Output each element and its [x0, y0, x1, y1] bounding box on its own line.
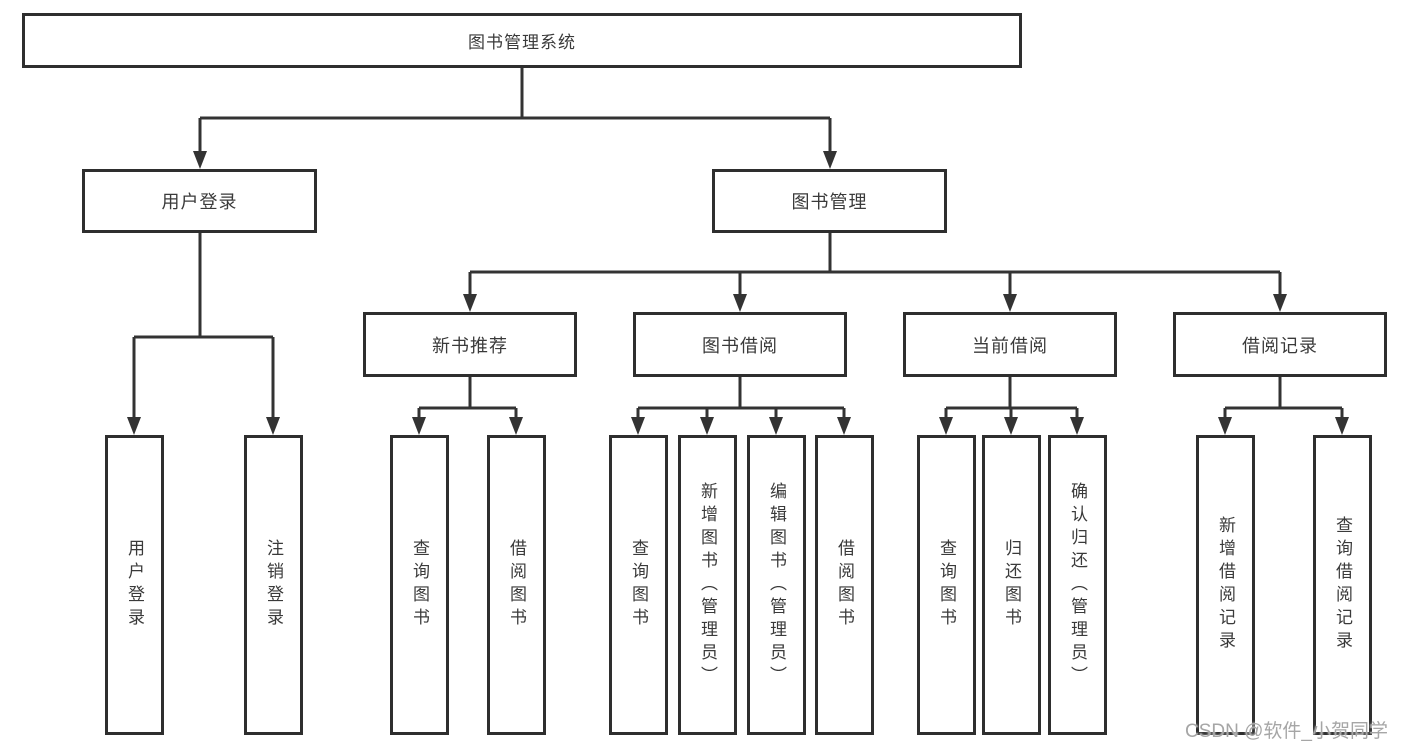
- leaf-return-books: 归还图书: [982, 435, 1041, 735]
- leaf-logout: 注销登录: [244, 435, 303, 735]
- leaf-label: 归还图书: [1002, 539, 1021, 631]
- leaf-label: 编辑图书（管理员）: [767, 481, 786, 689]
- leaf-query-books-recommend: 查询图书: [390, 435, 449, 735]
- node-book-borrow: 图书借阅: [633, 312, 847, 377]
- leaf-confirm-return-admin: 确认归还（管理员）: [1048, 435, 1107, 735]
- node-label: 图书管理: [791, 192, 868, 212]
- node-label: 借阅记录: [1242, 335, 1318, 356]
- leaf-edit-books-admin: 编辑图书（管理员）: [747, 435, 806, 735]
- leaf-query-books-borrow: 查询图书: [609, 435, 668, 735]
- node-label: 用户登录: [161, 192, 238, 212]
- leaf-label: 注销登录: [264, 539, 283, 631]
- leaf-label: 查询图书: [937, 539, 956, 631]
- leaf-add-books-admin: 新增图书（管理员）: [678, 435, 737, 735]
- leaf-query-borrow-record: 查询借阅记录: [1313, 435, 1372, 735]
- leaf-label: 确认归还（管理员）: [1068, 481, 1087, 689]
- leaf-add-borrow-record: 新增借阅记录: [1196, 435, 1255, 735]
- csdn-watermark: CSDN @软件_小贺同学: [1185, 721, 1388, 742]
- node-label: 图书管理系统: [468, 33, 576, 52]
- leaf-label: 查询图书: [410, 539, 429, 631]
- leaf-label: 用户登录: [125, 539, 144, 631]
- leaf-label: 新增借阅记录: [1216, 516, 1235, 654]
- node-label: 当前借阅: [972, 335, 1048, 356]
- node-library-management-system: 图书管理系统: [22, 13, 1022, 68]
- node-user-login: 用户登录: [82, 169, 317, 233]
- node-book-management: 图书管理: [712, 169, 947, 233]
- leaf-label: 新增图书（管理员）: [698, 481, 717, 689]
- leaf-label: 借阅图书: [835, 539, 854, 631]
- node-current-borrow: 当前借阅: [903, 312, 1117, 377]
- leaf-label: 借阅图书: [507, 539, 526, 631]
- leaf-label: 查询借阅记录: [1333, 516, 1352, 654]
- leaf-user-login: 用户登录: [105, 435, 164, 735]
- node-label: 图书借阅: [702, 335, 778, 356]
- leaf-label: 查询图书: [629, 539, 648, 631]
- node-borrow-records: 借阅记录: [1173, 312, 1387, 377]
- leaf-borrow-books-recommend: 借阅图书: [487, 435, 546, 735]
- node-new-book-recommend: 新书推荐: [363, 312, 577, 377]
- leaf-query-books-current: 查询图书: [917, 435, 976, 735]
- node-label: 新书推荐: [432, 335, 508, 356]
- leaf-borrow-books: 借阅图书: [815, 435, 874, 735]
